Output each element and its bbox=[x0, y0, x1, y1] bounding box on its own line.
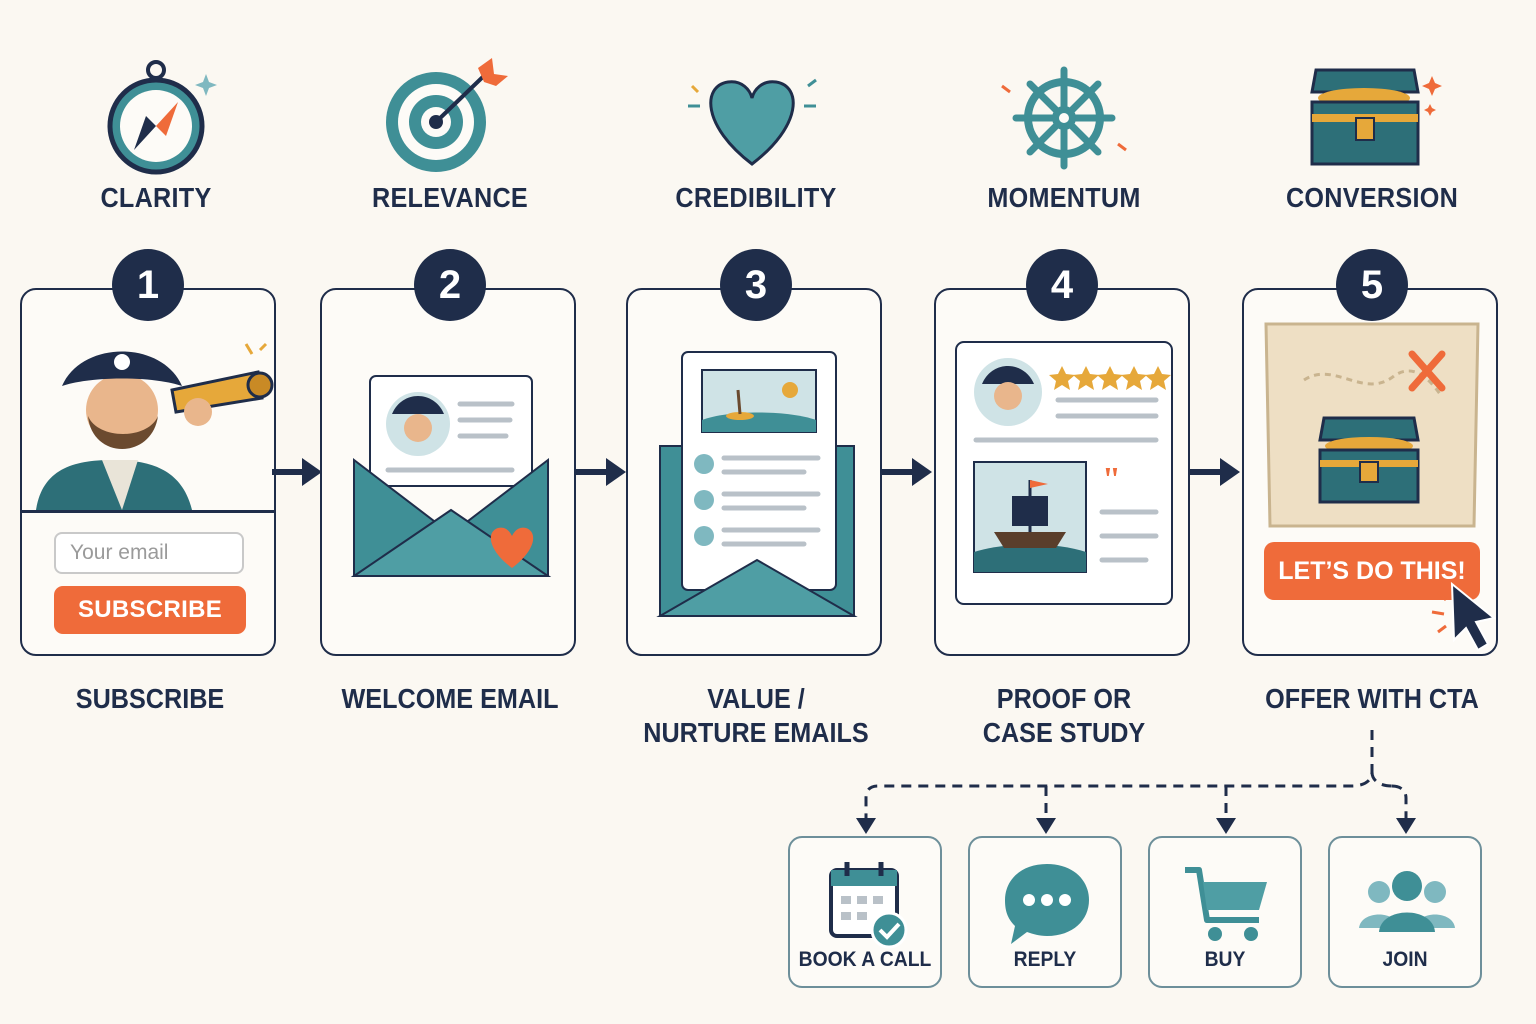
pirate-telescope-illustration bbox=[36, 342, 274, 510]
nurture-envelope-illustration bbox=[656, 351, 858, 617]
case-study-illustration: " bbox=[955, 341, 1173, 605]
branch-connector bbox=[856, 730, 1416, 834]
theme-label-momentum: MOMENTUM bbox=[987, 182, 1141, 213]
theme-label-credibility: CREDIBILITY bbox=[675, 182, 837, 213]
group-icon bbox=[1359, 871, 1455, 932]
step-number-5: 5 bbox=[1336, 249, 1408, 321]
step-number-4: 4 bbox=[1026, 249, 1098, 321]
outcome-reply[interactable]: REPLY bbox=[968, 836, 1122, 988]
step-label-welcome-email: WELCOME EMAIL bbox=[341, 683, 559, 714]
step-number-2: 2 bbox=[414, 249, 486, 321]
treasure-chest-icon bbox=[1310, 68, 1442, 166]
theme-label-conversion: CONVERSION bbox=[1285, 182, 1459, 213]
outcome-buy[interactable]: BUY bbox=[1148, 836, 1302, 988]
arrow-right-icon bbox=[576, 458, 626, 486]
compass-icon bbox=[107, 60, 217, 175]
calendar-check-icon bbox=[829, 862, 908, 949]
step-number-3: 3 bbox=[720, 249, 792, 321]
outcome-label: BUY bbox=[1204, 948, 1246, 971]
step-label-nurture-emails: VALUE /NURTURE EMAILS bbox=[643, 683, 869, 748]
arrow-right-icon bbox=[1190, 458, 1240, 486]
step-card-nurture-emails bbox=[626, 288, 882, 656]
svg-text:": " bbox=[1102, 461, 1121, 498]
step-number-1: 1 bbox=[112, 249, 184, 321]
subscribe-button[interactable]: SUBSCRIBE bbox=[54, 586, 246, 634]
step-card-subscribe: Your email SUBSCRIBE bbox=[20, 288, 276, 656]
arrow-right-icon bbox=[272, 458, 322, 486]
cta-button[interactable]: LET’S DO THIS! bbox=[1264, 542, 1480, 600]
theme-label-clarity: CLARITY bbox=[100, 182, 212, 213]
outcome-label: REPLY bbox=[1013, 948, 1077, 971]
step-card-welcome-email bbox=[320, 288, 576, 656]
step-card-offer: LET’S DO THIS! bbox=[1242, 288, 1498, 656]
email-input[interactable]: Your email bbox=[54, 532, 244, 574]
shopping-cart-icon bbox=[1185, 867, 1267, 941]
ship-wheel-icon bbox=[1001, 66, 1127, 170]
step-label-offer: OFFER WITH CTA bbox=[1265, 683, 1479, 714]
outcome-join[interactable]: JOIN bbox=[1328, 836, 1482, 988]
arrow-right-icon bbox=[882, 458, 932, 486]
theme-label-relevance: RELEVANCE bbox=[372, 182, 528, 213]
step-card-case-study: " bbox=[934, 288, 1190, 656]
heart-icon bbox=[688, 78, 817, 166]
treasure-map-illustration bbox=[1264, 322, 1480, 528]
outcome-label: BOOK A CALL bbox=[798, 948, 932, 971]
step-label-subscribe: SUBSCRIBE bbox=[75, 683, 225, 714]
chat-bubble-icon bbox=[1005, 864, 1089, 944]
cursor-pointer-icon bbox=[1431, 581, 1496, 652]
welcome-envelope-illustration bbox=[350, 375, 552, 577]
target-icon bbox=[386, 58, 508, 172]
outcome-book-a-call[interactable]: BOOK A CALL bbox=[788, 836, 942, 988]
outcome-label: JOIN bbox=[1382, 948, 1428, 971]
